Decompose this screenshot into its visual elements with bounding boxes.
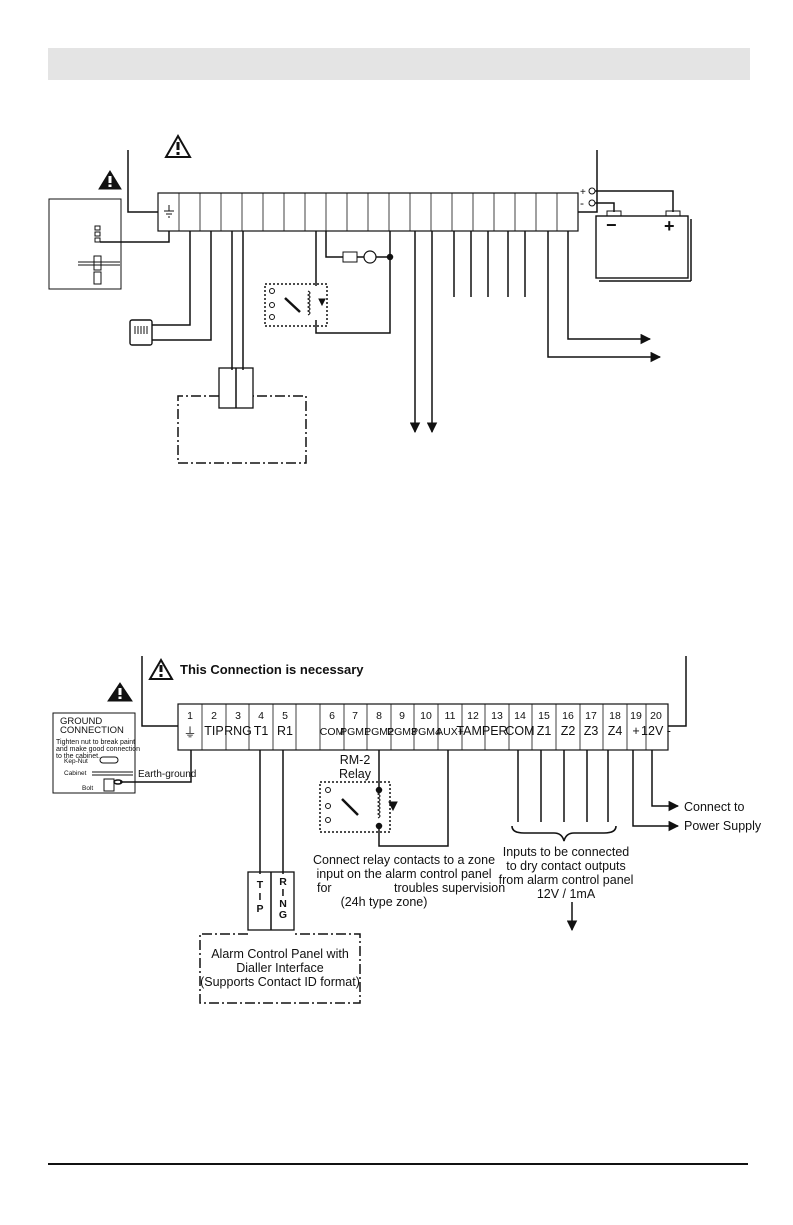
- terminal-num: 1: [187, 710, 193, 722]
- terminal-num: 6: [329, 710, 335, 722]
- relay-labels: RM-2 Relay Connect relay contacts to a z…: [313, 753, 505, 909]
- bolt-label: Bolt: [82, 785, 93, 792]
- terminal-label: AUX+: [436, 726, 464, 738]
- inputs-note-line3: from alarm control panel: [499, 873, 634, 887]
- terminal-label: TAMPER: [456, 724, 507, 738]
- inputs-note-line1: Inputs to be connected: [503, 845, 630, 859]
- header-bar: [48, 48, 750, 80]
- ground-note-line2: and make good connection: [56, 746, 140, 753]
- terminal-label: PGM3: [387, 726, 417, 738]
- relay-name: RM-2: [340, 753, 371, 767]
- terminal-label: PGM4: [411, 726, 441, 738]
- power-note-line2: Power Supply: [684, 819, 762, 833]
- ground-note-line3: to the cabinet.: [56, 753, 100, 760]
- terminal-num: 2: [211, 710, 217, 722]
- terminal-label: Z2: [561, 724, 576, 738]
- terminal-num: 7: [352, 710, 358, 722]
- terminal-num: 12: [467, 710, 479, 722]
- terminal-label: RNG: [224, 724, 252, 738]
- terminal-num: 18: [609, 710, 621, 722]
- ground-connection-box: GROUND CONNECTION Tighten nut to break p…: [56, 716, 196, 792]
- terminal-label: 12V -: [641, 724, 671, 738]
- warning-icon-lower: [148, 658, 174, 680]
- terminal-labels: ⏚ TIP RNG T1 R1 COM PGM1 PGM2 PGM3 PGM4 …: [183, 724, 670, 740]
- ground-title-line2: CONNECTION: [60, 725, 124, 736]
- terminal-label: +: [632, 724, 639, 738]
- terminal-num: 5: [282, 710, 288, 722]
- warning-icon-lower-ground: [107, 682, 133, 702]
- relay-note-line4: (24h type zone): [341, 895, 428, 909]
- relay-note-line1: Connect relay contacts to a zone: [313, 853, 495, 867]
- lower-diagram: [52, 656, 687, 1004]
- terminal-num: 9: [399, 710, 405, 722]
- terminal-num: 15: [538, 710, 550, 722]
- terminal-label: COM: [505, 724, 534, 738]
- terminal-label: PGM2: [364, 726, 394, 738]
- terminal-label: Z1: [537, 724, 552, 738]
- inputs-note-line2: to dry contact outputs: [506, 859, 626, 873]
- relay-note-line2: input on the alarm control panel: [316, 867, 491, 881]
- alarm-panel-line3: (Supports Contact ID format): [200, 975, 360, 989]
- terminal-label: Z3: [584, 724, 599, 738]
- ground-title-line1: GROUND: [60, 716, 102, 727]
- battery-minus-terminal: -: [580, 196, 584, 210]
- terminal-num: 4: [258, 710, 264, 722]
- terminal-num: 20: [650, 710, 662, 722]
- ground-note-line1: Tighten nut to break paint: [56, 739, 135, 746]
- relay-type: Relay: [339, 767, 372, 781]
- inputs-note-line4: 12V / 1mA: [537, 887, 596, 901]
- battery-plus-sign: +: [664, 216, 675, 236]
- terminal-num: 8: [376, 710, 382, 722]
- terminal-label: ⏚: [183, 725, 196, 740]
- power-note-line1: Connect to: [684, 800, 745, 814]
- terminal-label: T1: [254, 724, 269, 738]
- terminal-label: PGM1: [340, 726, 370, 738]
- terminal-num: 13: [491, 710, 503, 722]
- terminal-num: 16: [562, 710, 574, 722]
- terminal-num: 17: [585, 710, 597, 722]
- lower-warning-note: This Connection is necessary: [180, 662, 364, 677]
- inputs-note: Inputs to be connected to dry contact ou…: [499, 845, 634, 901]
- upper-diagram: [48, 133, 692, 464]
- warning-icon-upper: [164, 133, 192, 158]
- relay-note-line3b: troubles supervision: [394, 881, 505, 895]
- terminal-num: 10: [420, 710, 432, 722]
- battery-minus-sign: −: [606, 215, 617, 235]
- terminal-label: COM: [320, 726, 345, 738]
- terminal-label: Z4: [608, 724, 623, 738]
- relay-note-line3: for: [317, 881, 332, 895]
- warning-icon-upper-ground: [98, 170, 122, 190]
- terminal-numbers: 1 2 3 4 5 6 7 8 9 10 11 12 13 14 15 16 1…: [187, 710, 662, 722]
- terminal-num: 3: [235, 710, 241, 722]
- power-note: Connect to Power Supply: [684, 800, 762, 833]
- terminal-num: 11: [445, 710, 456, 722]
- terminal-label: R1: [277, 724, 293, 738]
- earth-ground-label: Earth-ground: [138, 769, 196, 780]
- battery-plus-terminal: +: [580, 187, 586, 198]
- alarm-panel-line2: Dialler Interface: [236, 961, 324, 975]
- cabinet-label: Cabinet: [64, 770, 87, 777]
- kep-nut-label: Kep-Nut: [64, 758, 88, 765]
- alarm-panel-line1: Alarm Control Panel with: [211, 947, 349, 961]
- terminal-num: 19: [630, 710, 642, 722]
- terminal-num: 14: [514, 710, 526, 722]
- terminal-label: TIP: [204, 724, 223, 738]
- footer-rule: [48, 1163, 748, 1165]
